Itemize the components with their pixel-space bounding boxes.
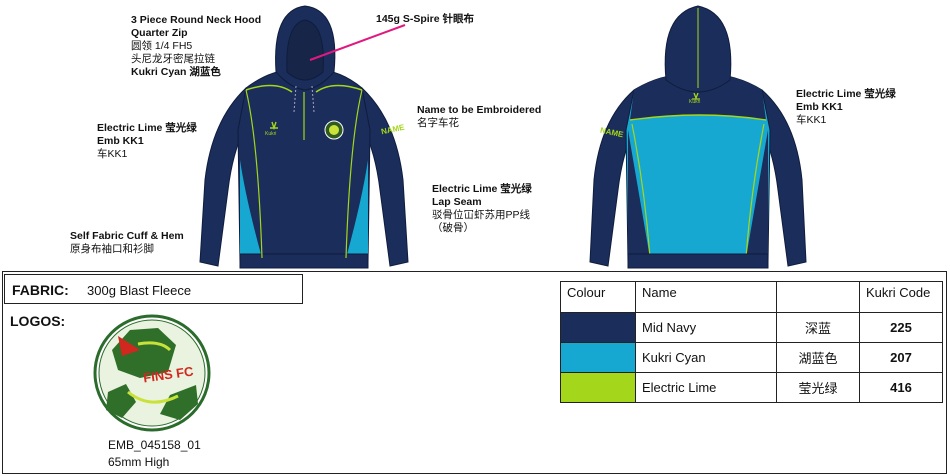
cuff-line-2: 原身布袖口和衫脚 — [70, 243, 154, 255]
logo-info: EMB_045158_01 65mm High — [108, 437, 201, 471]
colour-name: Electric Lime — [635, 372, 777, 403]
colour-name: Mid Navy — [635, 312, 777, 343]
lime-left-line-2: Emb KK1 — [97, 135, 144, 147]
name-emb-line-2: 名字车花 — [417, 117, 459, 129]
colour-code: 207 — [859, 342, 943, 373]
header-name: Name — [635, 281, 777, 313]
name-emb-note: Name to be Embroidered 名字车花 — [417, 104, 541, 130]
logo-code: EMB_045158_01 — [108, 438, 201, 452]
header-cn — [776, 281, 860, 313]
cuff-line-1: Self Fabric Cuff & Hem — [70, 230, 184, 242]
logos-label: LOGOS: — [10, 313, 66, 329]
fabric-label: FABRIC: — [12, 282, 69, 298]
table-row: Electric Lime 莹光绿 416 — [560, 372, 943, 403]
back-hoodie — [589, 5, 807, 269]
name-emb-line-1: Name to be Embroidered — [417, 104, 542, 116]
lap-seam-line-4: （破骨） — [432, 222, 474, 234]
lime-left-note: Electric Lime 莹光绿 Emb KK1 车KK1 — [97, 122, 197, 161]
colour-table: Colour Name Kukri Code Mid Navy 深蓝 225 K… — [560, 281, 943, 403]
colour-code: 225 — [859, 312, 943, 343]
neck-note-line-4: 头尼龙牙密尾拉链 — [131, 53, 215, 65]
header-code: Kukri Code — [859, 281, 943, 313]
cuff-note: Self Fabric Cuff & Hem 原身布袖口和衫脚 — [70, 230, 184, 256]
swatch-fill — [561, 313, 635, 342]
front-hoodie — [199, 5, 409, 269]
spec-frame — [2, 271, 947, 474]
lap-seam-line-3: 驳骨位冚虾苏用PP线 — [432, 209, 531, 221]
swatch-mid-navy — [560, 312, 636, 343]
lime-back-line-1: Electric Lime 莹光绿 — [796, 88, 896, 100]
lap-seam-line-2: Lap Seam — [432, 196, 482, 208]
colour-cn: 湖蓝色 — [776, 342, 860, 373]
colour-name: Kukri Cyan — [635, 342, 777, 373]
lime-left-line-1: Electric Lime 莹光绿 — [97, 122, 197, 134]
fabric-box: FABRIC: 300g Blast Fleece — [4, 274, 303, 304]
lime-back-line-3: 车KK1 — [796, 114, 827, 126]
colour-cn: 莹光绿 — [776, 372, 860, 403]
fabric-value: 300g Blast Fleece — [87, 283, 192, 298]
lime-back-line-2: Emb KK1 — [796, 101, 843, 113]
swatch-fill — [561, 373, 635, 402]
colour-code: 416 — [859, 372, 943, 403]
lime-back-note: Electric Lime 莹光绿 Emb KK1 车KK1 — [796, 88, 896, 127]
swatch-electric-lime — [560, 372, 636, 403]
colour-table-header: Colour Name Kukri Code — [560, 281, 943, 313]
neck-note-line-5: Kukri Cyan 湖蓝色 — [131, 66, 221, 78]
back-brand-mark: Kukri — [689, 99, 701, 105]
fins-fc-logo — [93, 314, 211, 432]
lap-seam-note: Electric Lime 莹光绿 Lap Seam 驳骨位冚虾苏用PP线 （破… — [432, 183, 532, 235]
neck-note: 3 Piece Round Neck Hood Quarter Zip 圆领 1… — [131, 14, 261, 79]
neck-note-line-1: 3 Piece Round Neck Hood — [131, 14, 262, 26]
neck-note-line-2: Quarter Zip — [131, 27, 188, 39]
lap-seam-line-1: Electric Lime 莹光绿 — [432, 183, 532, 195]
spire-note: 145g S-Spire 针眼布 — [376, 13, 475, 25]
colour-cn: 深蓝 — [776, 312, 860, 343]
table-row: Mid Navy 深蓝 225 — [560, 312, 943, 343]
table-row: Kukri Cyan 湖蓝色 207 — [560, 342, 943, 373]
swatch-kukri-cyan — [560, 342, 636, 373]
front-brand-mark: Kukri — [265, 131, 277, 137]
logo-size: 65mm High — [108, 455, 170, 469]
header-colour: Colour — [560, 281, 636, 313]
swatch-fill — [561, 343, 635, 372]
neck-note-line-3: 圆领 1/4 FH5 — [131, 40, 193, 52]
lime-left-line-3: 车KK1 — [97, 148, 128, 160]
